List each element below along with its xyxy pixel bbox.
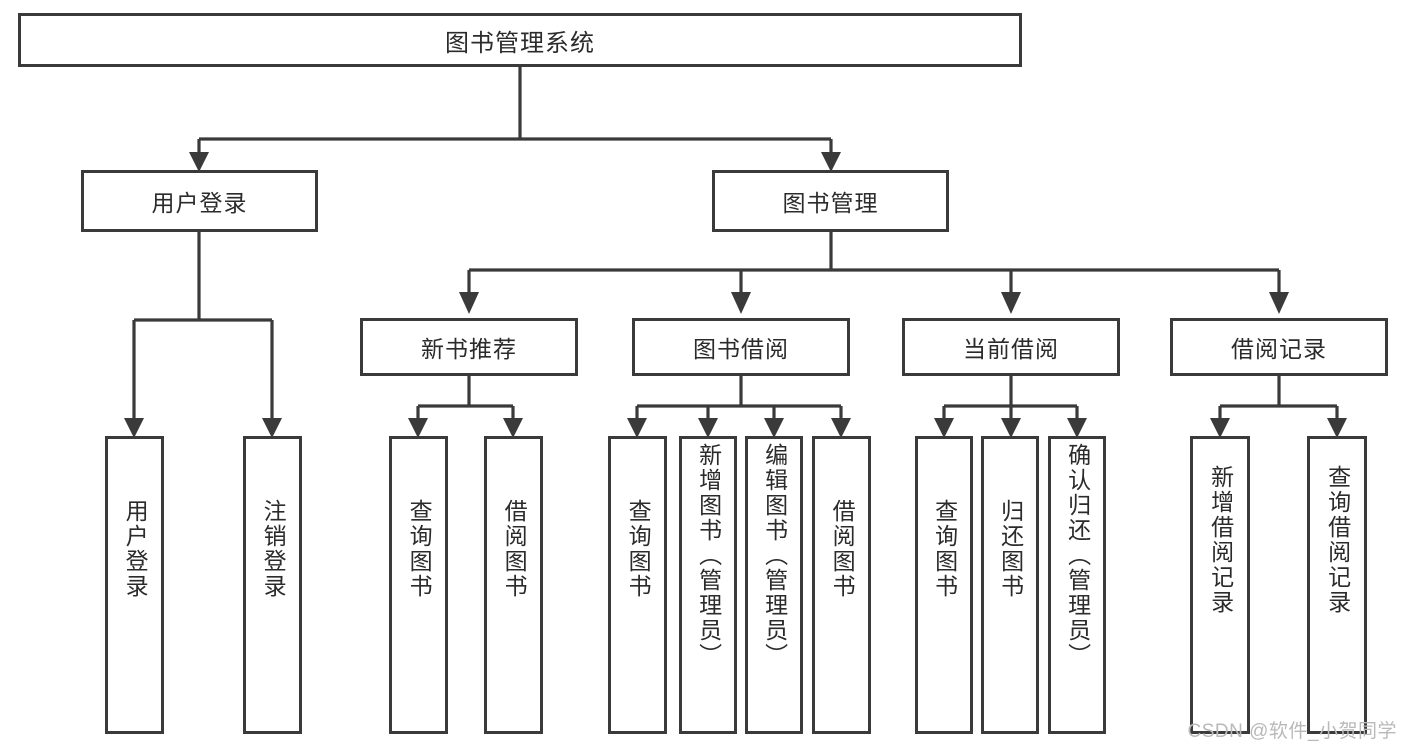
node-label: 用户登录 bbox=[122, 499, 149, 599]
node-label: 图书管理系统 bbox=[445, 29, 595, 57]
node-leaf-user-login[interactable]: 用户登录 bbox=[105, 436, 164, 734]
arrowhead-leaf-query-borrow-record bbox=[1327, 418, 1347, 438]
arrowhead-leaf-query-book-3 bbox=[934, 418, 954, 438]
node-leaf-query-book-2[interactable]: 查询图书 bbox=[608, 436, 667, 734]
node-leaf-query-borrow-record[interactable]: 查询借阅记录 bbox=[1307, 436, 1367, 734]
node-leaf-borrow-book-1[interactable]: 借阅图书 bbox=[484, 436, 543, 734]
node-label: 借阅图书 bbox=[501, 499, 528, 599]
node-label: 查询图书 bbox=[406, 499, 433, 599]
arrowhead-leaf-borrow-book-1 bbox=[503, 418, 523, 438]
node-leaf-query-book-3[interactable]: 查询图书 bbox=[915, 436, 973, 734]
node-root-system[interactable]: 图书管理系统 bbox=[18, 13, 1022, 67]
node-leaf-edit-book[interactable]: 编辑图书（管理员） bbox=[745, 436, 803, 734]
arrowhead-leaf-return-book bbox=[1001, 418, 1021, 438]
arrowhead-leaf-query-book-2 bbox=[627, 418, 647, 438]
arrowhead-current-borrow bbox=[1001, 292, 1021, 314]
arrowhead-leaf-user-login bbox=[124, 418, 144, 438]
node-leaf-add-borrow-record[interactable]: 新增借阅记录 bbox=[1190, 436, 1250, 734]
node-label: 新书推荐 bbox=[421, 336, 517, 362]
arrowhead-book-management bbox=[821, 152, 841, 172]
arrowhead-new-book-recommend bbox=[459, 292, 479, 314]
node-label: 借阅图书 bbox=[829, 499, 856, 599]
node-leaf-return-book[interactable]: 归还图书 bbox=[981, 436, 1039, 734]
watermark-text: CSDN @软件_小贺同学 bbox=[1187, 721, 1397, 742]
arrowhead-book-borrow bbox=[731, 292, 751, 314]
node-leaf-confirm-return[interactable]: 确认归还（管理员） bbox=[1048, 436, 1106, 734]
arrowhead-leaf-query-book-1 bbox=[408, 418, 428, 438]
arrowhead-leaf-logout-login bbox=[262, 418, 282, 438]
node-label: 图书借阅 bbox=[693, 336, 789, 362]
node-leaf-logout-login[interactable]: 注销登录 bbox=[243, 436, 302, 734]
node-user-login[interactable]: 用户登录 bbox=[81, 170, 318, 232]
arrowhead-leaf-add-borrow-record bbox=[1210, 418, 1230, 438]
node-label: 编辑图书（管理员） bbox=[761, 443, 788, 668]
node-book-borrow[interactable]: 图书借阅 bbox=[632, 318, 850, 376]
node-leaf-add-book[interactable]: 新增图书（管理员） bbox=[679, 436, 737, 734]
node-label: 注销登录 bbox=[260, 499, 287, 599]
arrowhead-user-login bbox=[189, 152, 209, 172]
arrowhead-leaf-confirm-return bbox=[1067, 418, 1087, 438]
arrowhead-leaf-borrow-book-2 bbox=[831, 418, 851, 438]
node-label: 查询图书 bbox=[625, 499, 652, 599]
node-current-borrow[interactable]: 当前借阅 bbox=[902, 318, 1120, 376]
node-book-management[interactable]: 图书管理 bbox=[712, 170, 949, 232]
node-leaf-borrow-book-2[interactable]: 借阅图书 bbox=[812, 436, 871, 734]
node-label: 查询借阅记录 bbox=[1324, 465, 1351, 615]
node-label: 查询图书 bbox=[931, 499, 958, 599]
node-label: 新增图书（管理员） bbox=[695, 443, 722, 668]
arrowhead-leaf-add-book bbox=[698, 418, 718, 438]
node-label: 用户登录 bbox=[151, 190, 248, 216]
node-label: 借阅记录 bbox=[1231, 336, 1327, 362]
node-leaf-query-book-1[interactable]: 查询图书 bbox=[389, 436, 448, 734]
arrowhead-borrow-record bbox=[1269, 292, 1289, 314]
node-label: 归还图书 bbox=[997, 499, 1024, 599]
node-label: 确认归还（管理员） bbox=[1064, 443, 1091, 668]
node-label: 当前借阅 bbox=[963, 336, 1059, 362]
node-borrow-record[interactable]: 借阅记录 bbox=[1170, 318, 1388, 376]
node-label: 新增借阅记录 bbox=[1207, 465, 1234, 615]
node-new-book-recommend[interactable]: 新书推荐 bbox=[360, 318, 578, 376]
arrowhead-leaf-edit-book bbox=[764, 418, 784, 438]
node-label: 图书管理 bbox=[782, 190, 879, 216]
